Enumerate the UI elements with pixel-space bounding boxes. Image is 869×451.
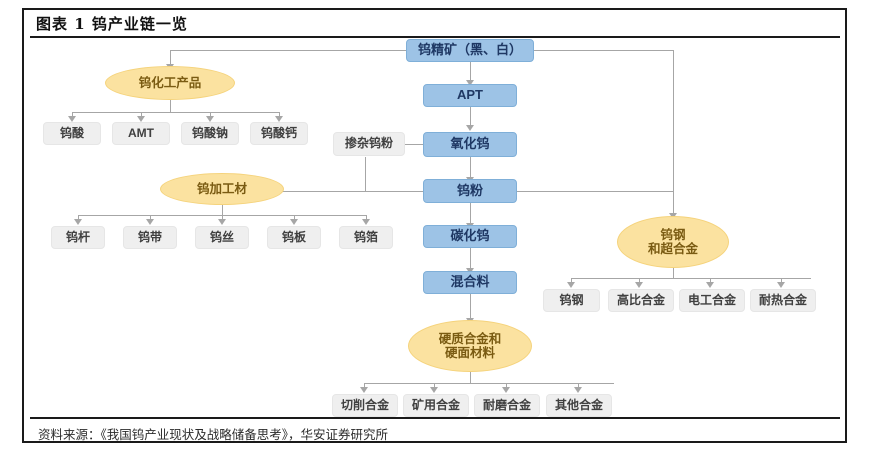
node-tungsten-carbide[interactable]: 碳化钨 (423, 225, 517, 248)
connector-proc-drop-3 (294, 215, 295, 221)
connector-chem-bus-stem (170, 100, 171, 112)
node-carbide-child-0[interactable]: 切削合金 (332, 394, 398, 417)
node-apt[interactable]: APT (423, 84, 517, 107)
connector-ts-drop-0 (571, 278, 572, 284)
node-tungsten-chemical-products[interactable]: 钨化工产品 (105, 66, 235, 100)
figure-source: 资料来源：《我国钨产业现状及战略储备思考》，华安证券研究所 (38, 427, 389, 442)
arrow-concentrate-apt (466, 80, 474, 86)
frame-border-right (845, 8, 847, 443)
connector-right-rail-v (673, 50, 674, 215)
node-chem-child-2[interactable]: 钨酸钠 (181, 122, 239, 145)
connector-proc-drop-2 (222, 215, 223, 221)
connector-chem-bus-h (72, 112, 279, 113)
arrow-cc-1 (430, 387, 438, 393)
connector-cc-drop-1 (434, 383, 435, 389)
connector-chem-drop-1 (141, 112, 142, 118)
frame-border-top (22, 8, 847, 10)
cemented-carbide-line-1: 硬质合金和 (438, 331, 502, 346)
connector-cc-drop-0 (364, 383, 365, 389)
connector-doped-down (365, 157, 366, 191)
connector-apt-oxide (470, 107, 471, 127)
connector-oxide-powder (470, 157, 471, 179)
connector-processed-to-powder (277, 191, 423, 192)
node-tungsten-powder[interactable]: 钨粉 (423, 179, 517, 203)
arrow-chem-2 (206, 116, 214, 122)
connector-concentrate-right-h (534, 50, 674, 51)
connector-cc-drop-3 (578, 383, 579, 389)
arrow-proc-1 (146, 219, 154, 225)
node-tungsten-concentrate[interactable]: 钨精矿（黑、白） (406, 39, 534, 62)
connector-concentrate-to-chem-v (170, 50, 171, 66)
connector-powder-to-right-rail (517, 191, 674, 192)
figure-title: 图表 1 钨产业链一览 (36, 15, 188, 33)
node-processed-child-0[interactable]: 钨杆 (51, 226, 105, 249)
connector-ts-drop-1 (639, 278, 640, 284)
connector-concentrate-apt (470, 62, 471, 82)
node-carbide-child-2[interactable]: 耐磨合金 (474, 394, 540, 417)
arrow-proc-2 (218, 219, 226, 225)
connector-chem-drop-2 (210, 112, 211, 118)
connector-chem-drop-3 (279, 112, 280, 118)
node-processed-child-2[interactable]: 钨丝 (195, 226, 249, 249)
connector-powder-carbide (470, 203, 471, 225)
arrow-cc-3 (574, 387, 582, 393)
node-processed-child-3[interactable]: 钨板 (267, 226, 321, 249)
frame-border-bottom (22, 441, 847, 443)
arrow-ts-0 (567, 282, 575, 288)
connector-proc-drop-4 (366, 215, 367, 221)
arrow-cc-2 (502, 387, 510, 393)
connector-ts-drop-2 (710, 278, 711, 284)
cemented-carbide-line-2: 硬面材料 (444, 346, 495, 360)
node-doped-tungsten-powder[interactable]: 掺杂钨粉 (333, 132, 405, 156)
connector-carbide-mixture (470, 248, 471, 270)
arrow-cc-0 (360, 387, 368, 393)
tungsten-steel-line-1: 钨钢 (660, 227, 686, 242)
arrow-proc-4 (362, 219, 370, 225)
arrow-chem-0 (68, 116, 76, 122)
node-tungsten-oxide[interactable]: 氧化钨 (423, 132, 517, 157)
node-steel-child-0[interactable]: 钨钢 (543, 289, 600, 312)
connector-ts-bus-stem (673, 268, 674, 278)
arrow-ts-2 (706, 282, 714, 288)
node-cemented-carbide-hardfacing[interactable]: 硬质合金和 硬面材料 (408, 320, 532, 372)
title-divider (30, 36, 840, 38)
node-steel-child-3[interactable]: 耐热合金 (750, 289, 816, 312)
connector-concentrate-to-chem-h (170, 50, 410, 51)
node-tungsten-processed-material[interactable]: 钨加工材 (160, 173, 284, 205)
connector-cc-bus-h (364, 383, 614, 384)
connector-ts-drop-3 (781, 278, 782, 284)
node-tungsten-steel-superalloy[interactable]: 钨钢 和超合金 (617, 216, 729, 268)
node-mixture[interactable]: 混合料 (423, 271, 517, 294)
arrow-ts-1 (635, 282, 643, 288)
arrow-ts-3 (777, 282, 785, 288)
connector-chem-drop-0 (72, 112, 73, 118)
arrow-proc-0 (74, 219, 82, 225)
node-processed-child-4[interactable]: 钨箔 (339, 226, 393, 249)
connector-cc-bus-stem (470, 371, 471, 383)
frame-border-left (22, 8, 24, 443)
node-steel-child-2[interactable]: 电工合金 (679, 289, 745, 312)
tungsten-steel-line-2: 和超合金 (647, 242, 698, 256)
arrow-apt-oxide (466, 125, 474, 131)
connector-cc-drop-2 (506, 383, 507, 389)
node-steel-child-1[interactable]: 高比合金 (608, 289, 674, 312)
arrow-chem-1 (137, 116, 145, 122)
node-chem-child-1[interactable]: AMT (112, 122, 170, 145)
node-carbide-child-3[interactable]: 其他合金 (546, 394, 612, 417)
arrow-chem-3 (275, 116, 283, 122)
node-processed-child-1[interactable]: 钨带 (123, 226, 177, 249)
connector-proc-drop-0 (78, 215, 79, 221)
node-chem-child-3[interactable]: 钨酸钙 (250, 122, 308, 145)
connector-doped-oxide (405, 144, 423, 145)
connector-proc-bus-stem (222, 205, 223, 215)
connector-ts-bus-h (571, 278, 811, 279)
connector-mixture-cemented (470, 294, 471, 320)
arrow-proc-3 (290, 219, 298, 225)
node-chem-child-0[interactable]: 钨酸 (43, 122, 101, 145)
footer-divider (30, 417, 840, 419)
connector-proc-drop-1 (150, 215, 151, 221)
node-carbide-child-1[interactable]: 矿用合金 (403, 394, 469, 417)
